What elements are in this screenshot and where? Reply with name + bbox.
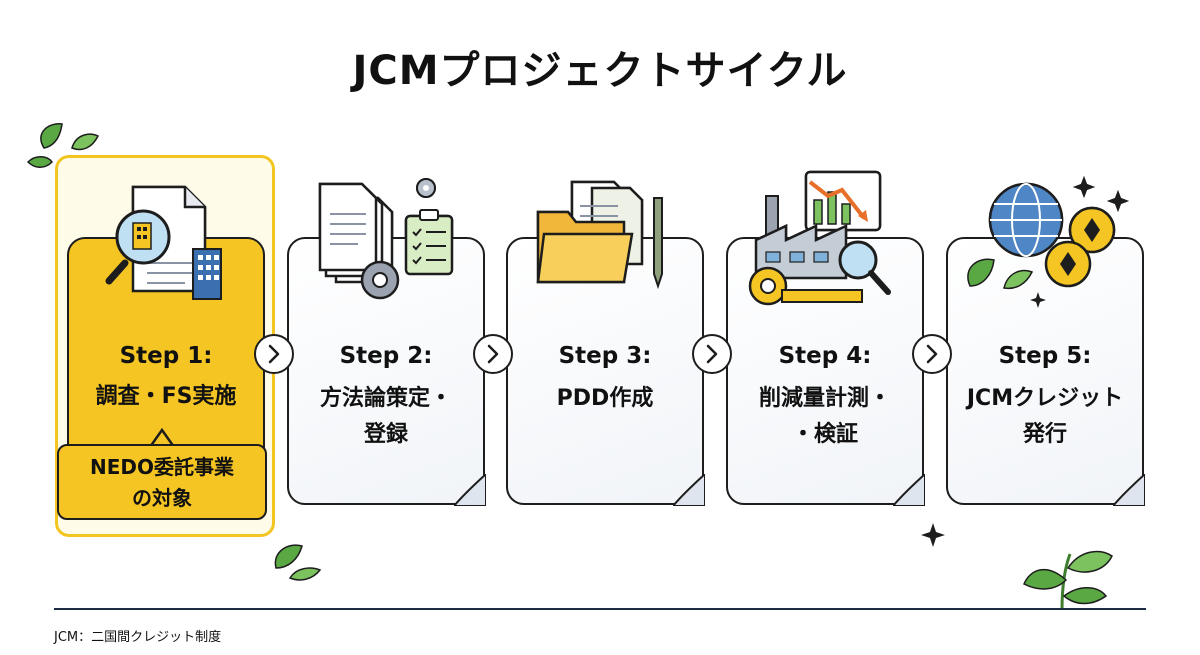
folder-documents-pen-icon [536, 180, 663, 290]
chevron-right-icon [487, 344, 499, 364]
chevron-right-icon [926, 344, 938, 364]
step-title: Step 2: [339, 343, 433, 369]
callout-pointer-icon [148, 428, 176, 448]
step-name: PDD作成 [556, 386, 654, 411]
step-name: 削減量計測・ ・検証 [758, 386, 891, 447]
page-curl-icon [454, 474, 486, 506]
next-step-arrow-3 [692, 334, 732, 374]
page-title: JCMプロジェクトサイクル [352, 48, 848, 94]
next-step-arrow-1 [254, 334, 294, 374]
nedo-callout: NEDO委託事業 の対象 [57, 444, 267, 520]
chevron-right-icon [706, 344, 718, 364]
page-curl-icon [893, 474, 925, 506]
chevron-right-icon [268, 344, 280, 364]
globe-coins-icon [967, 176, 1129, 308]
footer-divider [54, 608, 1146, 610]
step-name: 調査・FS実施 [95, 384, 237, 409]
factory-chart-measure-icon [748, 170, 891, 306]
footnote: JCM：二国間クレジット制度 [54, 630, 222, 645]
page-curl-icon [1113, 474, 1145, 506]
step-title: Step 4: [778, 343, 872, 369]
step-title: Step 3: [558, 343, 652, 369]
plant-decoration-icon [1023, 550, 1113, 610]
leaf-decoration-icon [274, 544, 322, 581]
step-name: 方法論策定・ 登録 [319, 386, 452, 447]
sparkle-icon [921, 523, 945, 547]
next-step-arrow-2 [473, 334, 513, 374]
documents-gears-checklist-icon [318, 178, 454, 300]
step-name: JCMクレジット 発行 [966, 386, 1124, 447]
leaf-decoration-icon [26, 123, 100, 168]
research-magnifier-building-icon [105, 185, 222, 300]
step-title: Step 1: [119, 343, 213, 369]
step-title: Step 5: [998, 343, 1092, 369]
page-curl-icon [673, 474, 705, 506]
next-step-arrow-4 [912, 334, 952, 374]
